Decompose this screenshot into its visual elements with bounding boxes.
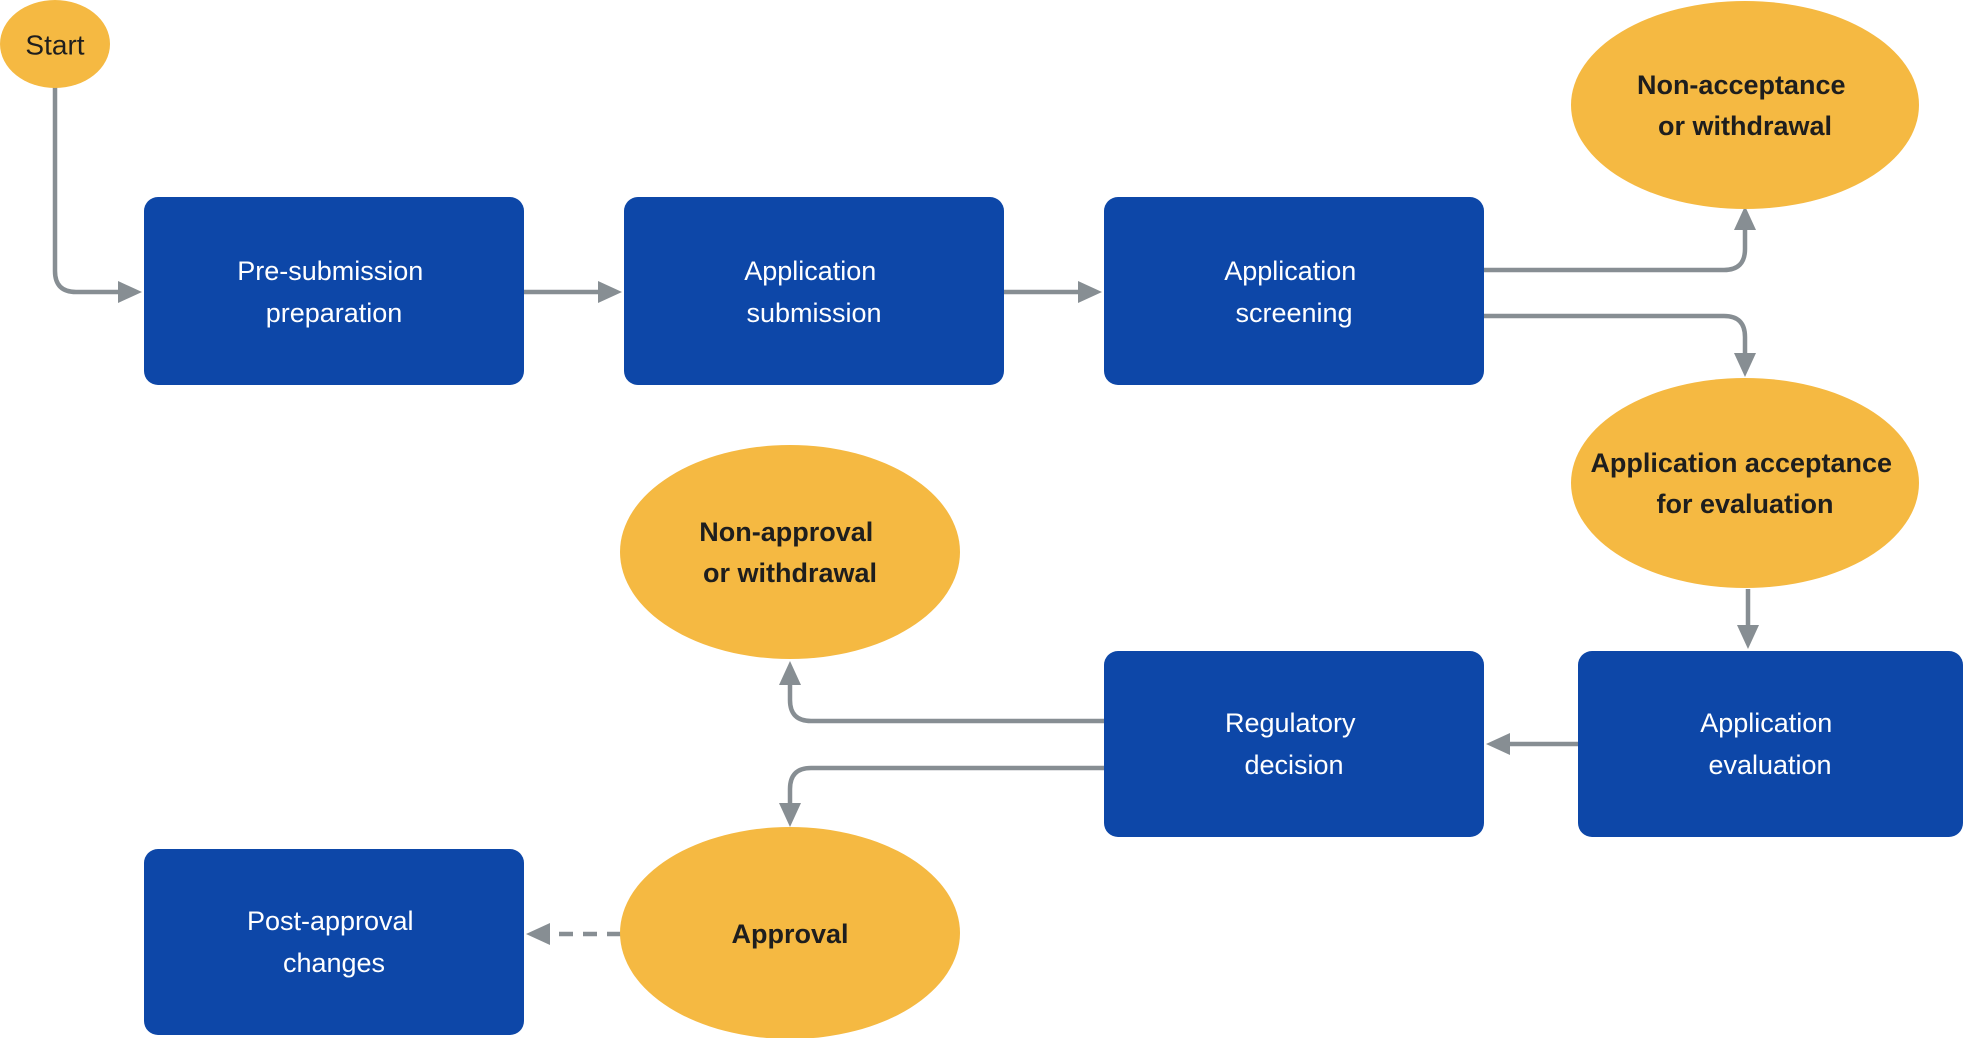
arrowhead-right-icon [598, 281, 622, 303]
non-acceptance-label: Non-acceptance or withdrawal [1637, 70, 1853, 141]
application-submission-label-line2: submission [746, 298, 881, 328]
connector-line [787, 684, 1104, 724]
non-acceptance-ellipse [1571, 1, 1919, 209]
application-evaluation-box [1578, 651, 1963, 837]
edge-approval-to-post-approval [526, 923, 621, 945]
edge-application-submission-to-application-screening [1004, 281, 1102, 303]
edge-pre-submission-to-application-submission [524, 281, 622, 303]
arrowhead-down-icon [779, 803, 801, 827]
regulatory-decision-label-line2: decision [1244, 750, 1343, 780]
regulatory-decision-label: Regulatory decision [1225, 708, 1363, 780]
edge-application-evaluation-to-regulatory-decision [1486, 733, 1578, 755]
application-screening-box [1104, 197, 1484, 385]
node-application-acceptance-for-evaluation: Application acceptance for evaluation [1571, 378, 1919, 588]
node-start: Start [0, 0, 110, 88]
arrowhead-down-icon [1737, 625, 1759, 649]
node-pre-submission-preparation: Pre-submission preparation [144, 197, 524, 385]
arrowhead-down-icon [1734, 353, 1756, 377]
node-application-screening: Application screening [1104, 197, 1484, 385]
edge-regulatory-decision-to-non-approval [779, 661, 1104, 724]
non-approval-ellipse [620, 445, 960, 659]
application-submission-box [624, 197, 1004, 385]
application-submission-label: Application submission [744, 256, 884, 328]
application-submission-label-line1: Application [744, 256, 876, 286]
start-ellipse [0, 0, 110, 88]
acceptance-label: Application acceptance for evaluation [1590, 448, 1899, 519]
connector-line [787, 765, 1104, 805]
acceptance-ellipse [1571, 378, 1919, 588]
non-approval-label-line2: or withdrawal [703, 558, 877, 588]
application-evaluation-label: Application evaluation [1700, 708, 1840, 780]
node-non-approval-or-withdrawal: Non-approval or withdrawal [620, 445, 960, 659]
edge-application-screening-to-non-acceptance [1484, 206, 1756, 273]
edge-regulatory-decision-to-approval [779, 765, 1104, 827]
post-approval-label: Post-approval changes [247, 906, 421, 978]
node-non-acceptance-or-withdrawal: Non-acceptance or withdrawal [1571, 1, 1919, 209]
non-approval-label-line1: Non-approval [699, 517, 873, 547]
regulatory-decision-box [1104, 651, 1484, 837]
post-approval-label-line2: changes [283, 948, 385, 978]
application-screening-label-line1: Application [1224, 256, 1356, 286]
arrowhead-right-icon [1078, 281, 1102, 303]
connector-line [52, 87, 120, 295]
edge-acceptance-to-application-evaluation [1737, 589, 1759, 649]
application-screening-label-line2: screening [1235, 298, 1352, 328]
non-acceptance-label-line1: Non-acceptance [1637, 70, 1846, 100]
arrowhead-right-icon [118, 281, 142, 303]
post-approval-box [144, 849, 524, 1035]
node-application-submission: Application submission [624, 197, 1004, 385]
approval-ellipse [620, 827, 960, 1038]
node-post-approval-changes: Post-approval changes [144, 849, 524, 1035]
arrowhead-up-icon [1734, 206, 1756, 230]
pre-submission-label-line1: Pre-submission [237, 256, 423, 286]
regulatory-decision-label-line1: Regulatory [1225, 708, 1356, 738]
pre-submission-label-line2: preparation [266, 298, 403, 328]
connector-line [1484, 313, 1748, 355]
application-evaluation-label-line1: Application [1700, 708, 1832, 738]
acceptance-label-line2: for evaluation [1656, 489, 1833, 519]
application-screening-label: Application screening [1224, 256, 1364, 328]
edge-application-screening-to-acceptance [1484, 313, 1756, 377]
arrowhead-left-icon [526, 923, 550, 945]
non-acceptance-label-line2: or withdrawal [1658, 111, 1832, 141]
approval-label: Approval [731, 919, 848, 949]
start-label: Start [25, 30, 84, 61]
arrowhead-up-icon [779, 661, 801, 685]
pre-submission-label: Pre-submission preparation [237, 256, 431, 328]
node-regulatory-decision: Regulatory decision [1104, 651, 1484, 837]
non-approval-label: Non-approval or withdrawal [699, 517, 881, 588]
node-approval: Approval [620, 827, 960, 1038]
pre-submission-box [144, 197, 524, 385]
application-evaluation-label-line2: evaluation [1708, 750, 1831, 780]
connector-line [1484, 228, 1748, 273]
acceptance-label-line1: Application acceptance [1590, 448, 1892, 478]
node-application-evaluation: Application evaluation [1578, 651, 1963, 837]
post-approval-label-line1: Post-approval [247, 906, 414, 936]
arrowhead-left-icon [1486, 733, 1510, 755]
edge-start-to-pre-submission [52, 87, 142, 303]
